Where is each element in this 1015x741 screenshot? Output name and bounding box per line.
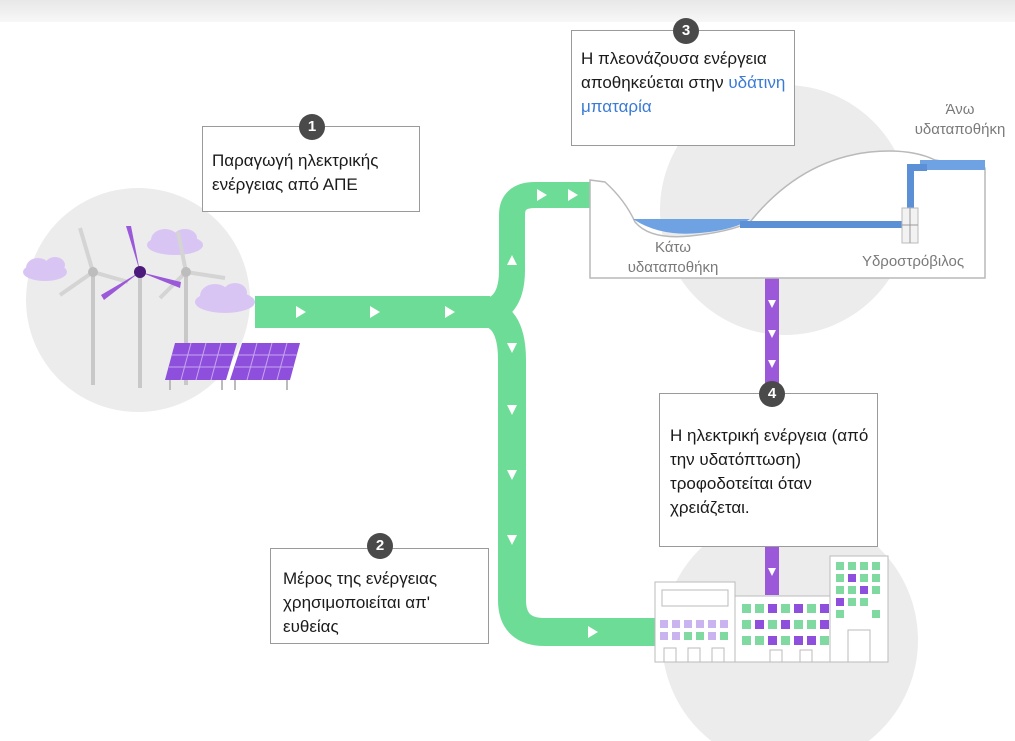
wind-turbine-purple-icon	[101, 226, 181, 388]
step-1-badge: 1	[299, 114, 325, 140]
step-4-box: Η ηλεκτρική ενέργεια (από την υδατόπτωση…	[659, 393, 878, 547]
step-2-text: Μέρος της ενέργειας χρησιμοποιείται απ' …	[283, 569, 438, 636]
turbine-label: Υδροστρόβιλος	[861, 253, 965, 270]
upper-reservoir-label: Άνω υδαταποθήκη	[914, 101, 1006, 138]
step-3-badge: 3	[673, 18, 699, 44]
step-3-text: Η πλεονάζουσα ενέργεια αποθηκεύεται στην	[581, 49, 767, 92]
step-1-text: Παραγωγή ηλεκτρικής ενέργειας από ΑΠΕ	[212, 151, 379, 194]
solar-panel-icon	[165, 342, 300, 390]
wind-turbine-icon	[58, 227, 129, 385]
power-line	[765, 278, 779, 595]
water-battery-highlight: υδάτινη μπαταρία	[581, 73, 786, 116]
step-2-badge: 2	[367, 533, 393, 559]
step-2-box: Μέρος της ενέργειας χρησιμοποιείται απ' …	[270, 548, 489, 644]
step-4-text: Η ηλεκτρική ενέργεια (από την υδατόπτωση…	[670, 426, 869, 517]
step-4-badge: 4	[759, 381, 785, 407]
top-bar	[0, 0, 1015, 22]
pumped-hydro-terrain	[589, 150, 986, 279]
city-buildings-icon	[654, 555, 889, 663]
turbine-icon	[901, 207, 919, 244]
lower-reservoir-label: Κάτω υδαταποθήκη	[627, 239, 719, 276]
step-3-box: Η πλεονάζουσα ενέργεια αποθηκεύεται στην…	[571, 30, 795, 146]
energy-flow-path	[255, 182, 655, 646]
